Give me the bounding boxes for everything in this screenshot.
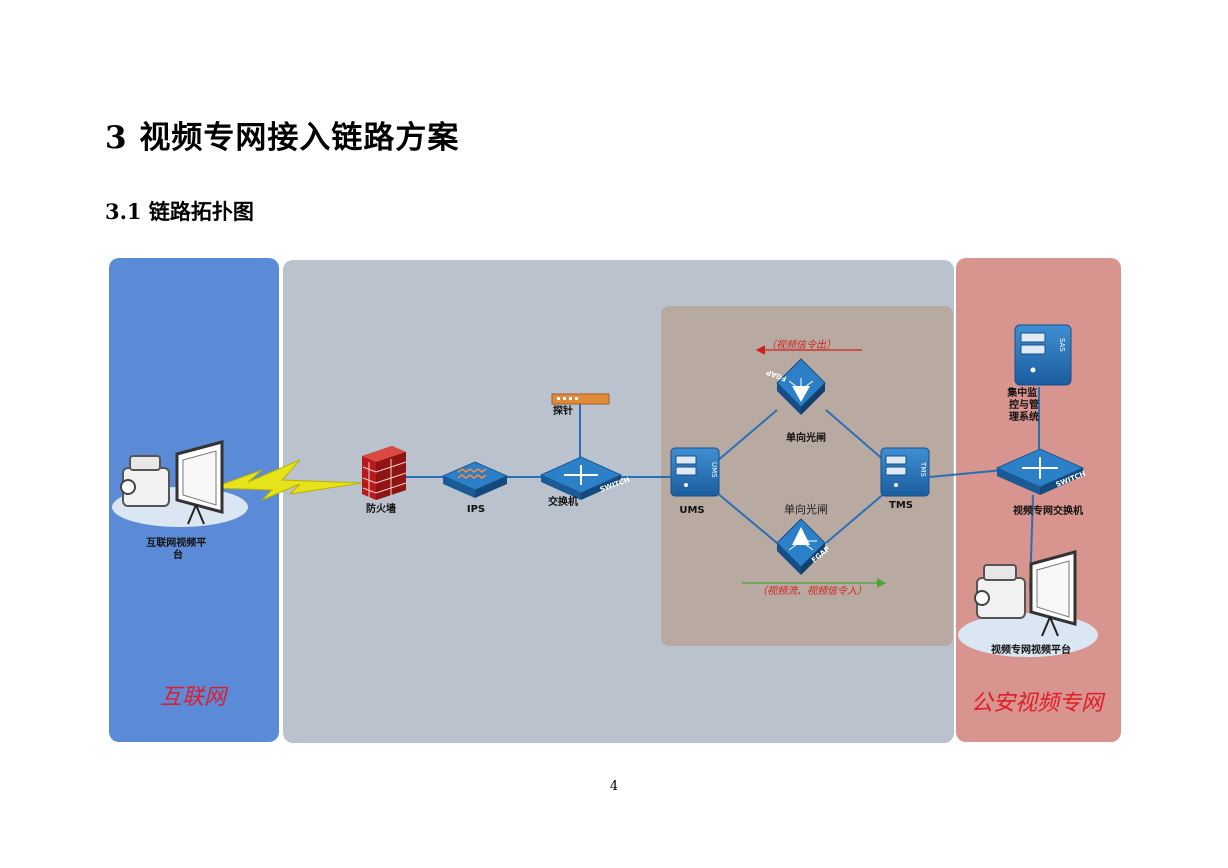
- police-zone-label: 公安视频专网: [971, 691, 1106, 716]
- probe-label: 探针: [553, 404, 573, 417]
- inbound-arrow-label: （视频流、视频信令入）: [757, 585, 867, 597]
- fgap-top-icon: FGAP: [765, 358, 826, 415]
- fgap-bottom-icon: FGAP: [776, 518, 831, 575]
- internet-zone-label: 互联网: [160, 685, 229, 710]
- svg-text:SAS: SAS: [1058, 338, 1066, 352]
- label-line: 控与管: [1009, 398, 1039, 411]
- ips-label: IPS: [467, 504, 485, 515]
- svg-text:TMS: TMS: [919, 461, 927, 477]
- gap-top-label: 单向光闸: [786, 431, 826, 444]
- switch-label: 交换机: [548, 495, 578, 508]
- firewall-icon: [362, 446, 407, 500]
- label-line: 理系统: [1009, 410, 1039, 423]
- private-switch-icon: SWITCH: [995, 448, 1087, 495]
- gateway-zone: [661, 306, 953, 646]
- probe-icon: [551, 393, 610, 405]
- internet-platform-label: 互联网视频平 台: [146, 536, 209, 561]
- label-line: 台: [173, 548, 183, 561]
- gap-bottom-label: 单向光闸: [784, 502, 828, 516]
- section-heading: 3 视频专网接入链路方案: [105, 120, 460, 156]
- private-camera-monitor-icon: [958, 550, 1098, 657]
- private-platform-label: 视频专网视频平台: [991, 643, 1071, 656]
- svg-text:UMS: UMS: [710, 462, 718, 478]
- sas-server-icon: SAS: [1014, 324, 1072, 386]
- ums-label: UMS: [679, 505, 704, 516]
- switch-icon: SWITCH: [539, 456, 631, 500]
- firewall-label: 防火墙: [366, 502, 396, 515]
- outbound-arrow-label: （视频信令出）: [766, 339, 836, 351]
- subsection-heading: 3.1 链路拓扑图: [105, 199, 254, 224]
- page-number: 4: [609, 779, 619, 794]
- sas-label: 集中监 控与管理系统: [1006, 386, 1040, 423]
- private-switch-label: 视频专网交换机: [1013, 504, 1083, 517]
- tms-server-icon: TMS: [880, 447, 930, 497]
- ums-server-icon: UMS: [670, 447, 720, 497]
- ips-icon: [441, 461, 509, 498]
- camera-monitor-icon: [112, 440, 248, 527]
- tms-label: TMS: [889, 500, 913, 511]
